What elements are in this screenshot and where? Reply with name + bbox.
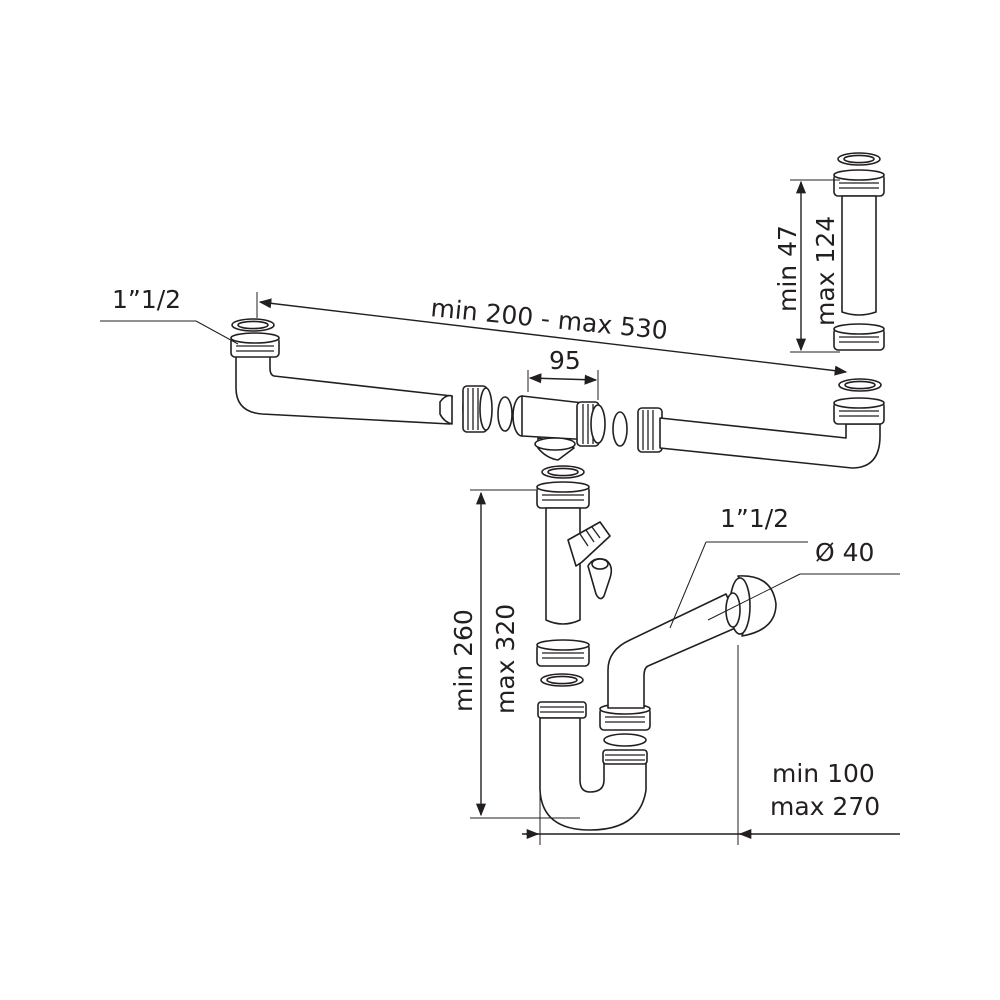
right-top-nut xyxy=(833,397,885,425)
diameter-label: Ø 40 xyxy=(815,538,874,567)
extension-bottom-nut xyxy=(833,323,885,351)
extension-tube xyxy=(833,152,885,351)
extension-min-label: min 47 xyxy=(773,225,802,312)
left-waste-arm xyxy=(230,318,513,433)
depth-max-label: max 270 xyxy=(770,792,880,821)
dimension-tee-width: 95 xyxy=(527,346,599,400)
right-union-nut xyxy=(637,407,663,453)
vertical-tailpiece xyxy=(536,465,613,687)
lower-nut xyxy=(536,639,590,667)
dimension-extension: min 47 max 124 xyxy=(773,179,840,353)
left-union-nut xyxy=(462,385,493,433)
dimension-depth: min 100 max 270 xyxy=(522,645,900,845)
trap-thread-label: 1”1/2 xyxy=(720,504,789,533)
u-trap xyxy=(537,575,777,831)
span-label: min 200 - max 530 xyxy=(429,293,669,345)
tee-fitting xyxy=(512,395,606,461)
extension-max-label: max 124 xyxy=(811,216,840,326)
left-thread-label: 1”1/2 xyxy=(112,285,181,314)
tailpiece-nut xyxy=(536,481,590,509)
callout-left-thread: 1”1/2 xyxy=(100,285,239,345)
height-min-label: min 260 xyxy=(449,609,478,712)
height-max-label: max 320 xyxy=(491,604,520,714)
dimension-height: min 260 max 320 xyxy=(449,489,580,819)
blanking-cap xyxy=(587,558,613,600)
wall-rosette xyxy=(725,575,777,637)
tee-width-label: 95 xyxy=(549,346,581,375)
callout-diameter: Ø 40 xyxy=(707,538,900,621)
callout-trap-thread: 1”1/2 xyxy=(669,504,808,629)
left-seal-ring xyxy=(497,396,513,432)
depth-min-label: min 100 xyxy=(772,759,875,788)
right-seal-ring xyxy=(612,411,628,447)
appliance-hose-nozzle xyxy=(567,521,611,567)
right-waste-arm xyxy=(612,378,885,469)
extension-top-nut xyxy=(833,169,885,197)
left-top-nut xyxy=(230,332,280,358)
